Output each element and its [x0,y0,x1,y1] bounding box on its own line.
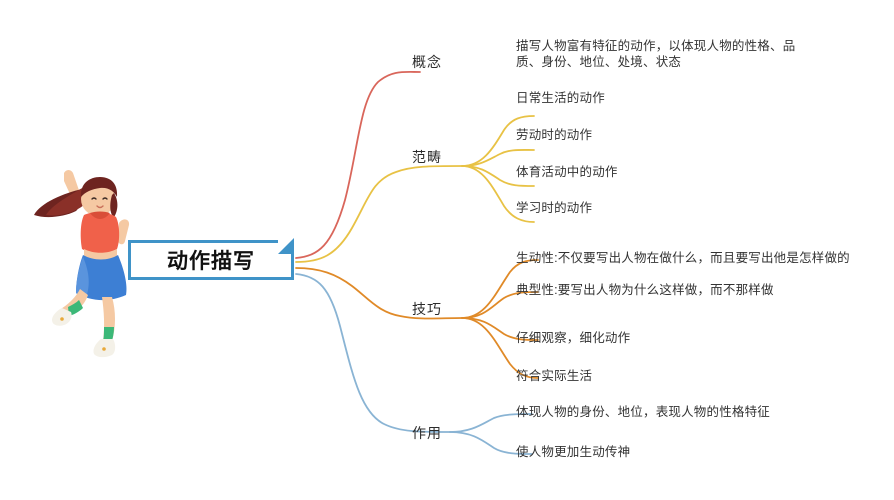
leaf-zuoyong-1[interactable]: 体现人物的身份、地位，表现人物的性格特征 [516,405,771,419]
folded-corner-icon [278,238,294,254]
leaf-jiqiao-2[interactable]: 典型性:要写出人物为什么这样做，而不那样做 [516,283,774,297]
leaf-zuoyong-2[interactable]: 使人物更加生动传神 [516,445,631,459]
leaf-fanchou-4[interactable]: 学习时的动作 [516,201,593,215]
leaf-jiqiao-1[interactable]: 生动性:不仅要写出人物在做什么，而且要写出他是怎样做的 [516,251,850,265]
branch-label-zuoyong[interactable]: 作用 [412,425,442,441]
leaf-jiqiao-4[interactable]: 符合实际生活 [516,369,593,383]
leaf-fanchou-2[interactable]: 劳动时的动作 [516,128,593,142]
branch-label-gainian[interactable]: 概念 [412,54,442,70]
leaf-gainian-1[interactable]: 描写人物富有特征的动作，以体现人物的性格、品质、身份、地位、处境、状态 [516,39,796,69]
central-node-label: 动作描写 [167,250,255,273]
branch-label-fanchou[interactable]: 范畴 [412,149,442,165]
leaf-fanchou-1[interactable]: 日常生活的动作 [516,91,605,105]
leaf-jiqiao-3[interactable]: 仔细观察，细化动作 [516,331,631,345]
central-node[interactable]: 动作描写 [128,240,294,280]
jumping-girl-illustration [34,170,130,358]
branch-label-jiqiao[interactable]: 技巧 [412,301,442,317]
leaf-fanchou-3[interactable]: 体育活动中的动作 [516,165,618,179]
